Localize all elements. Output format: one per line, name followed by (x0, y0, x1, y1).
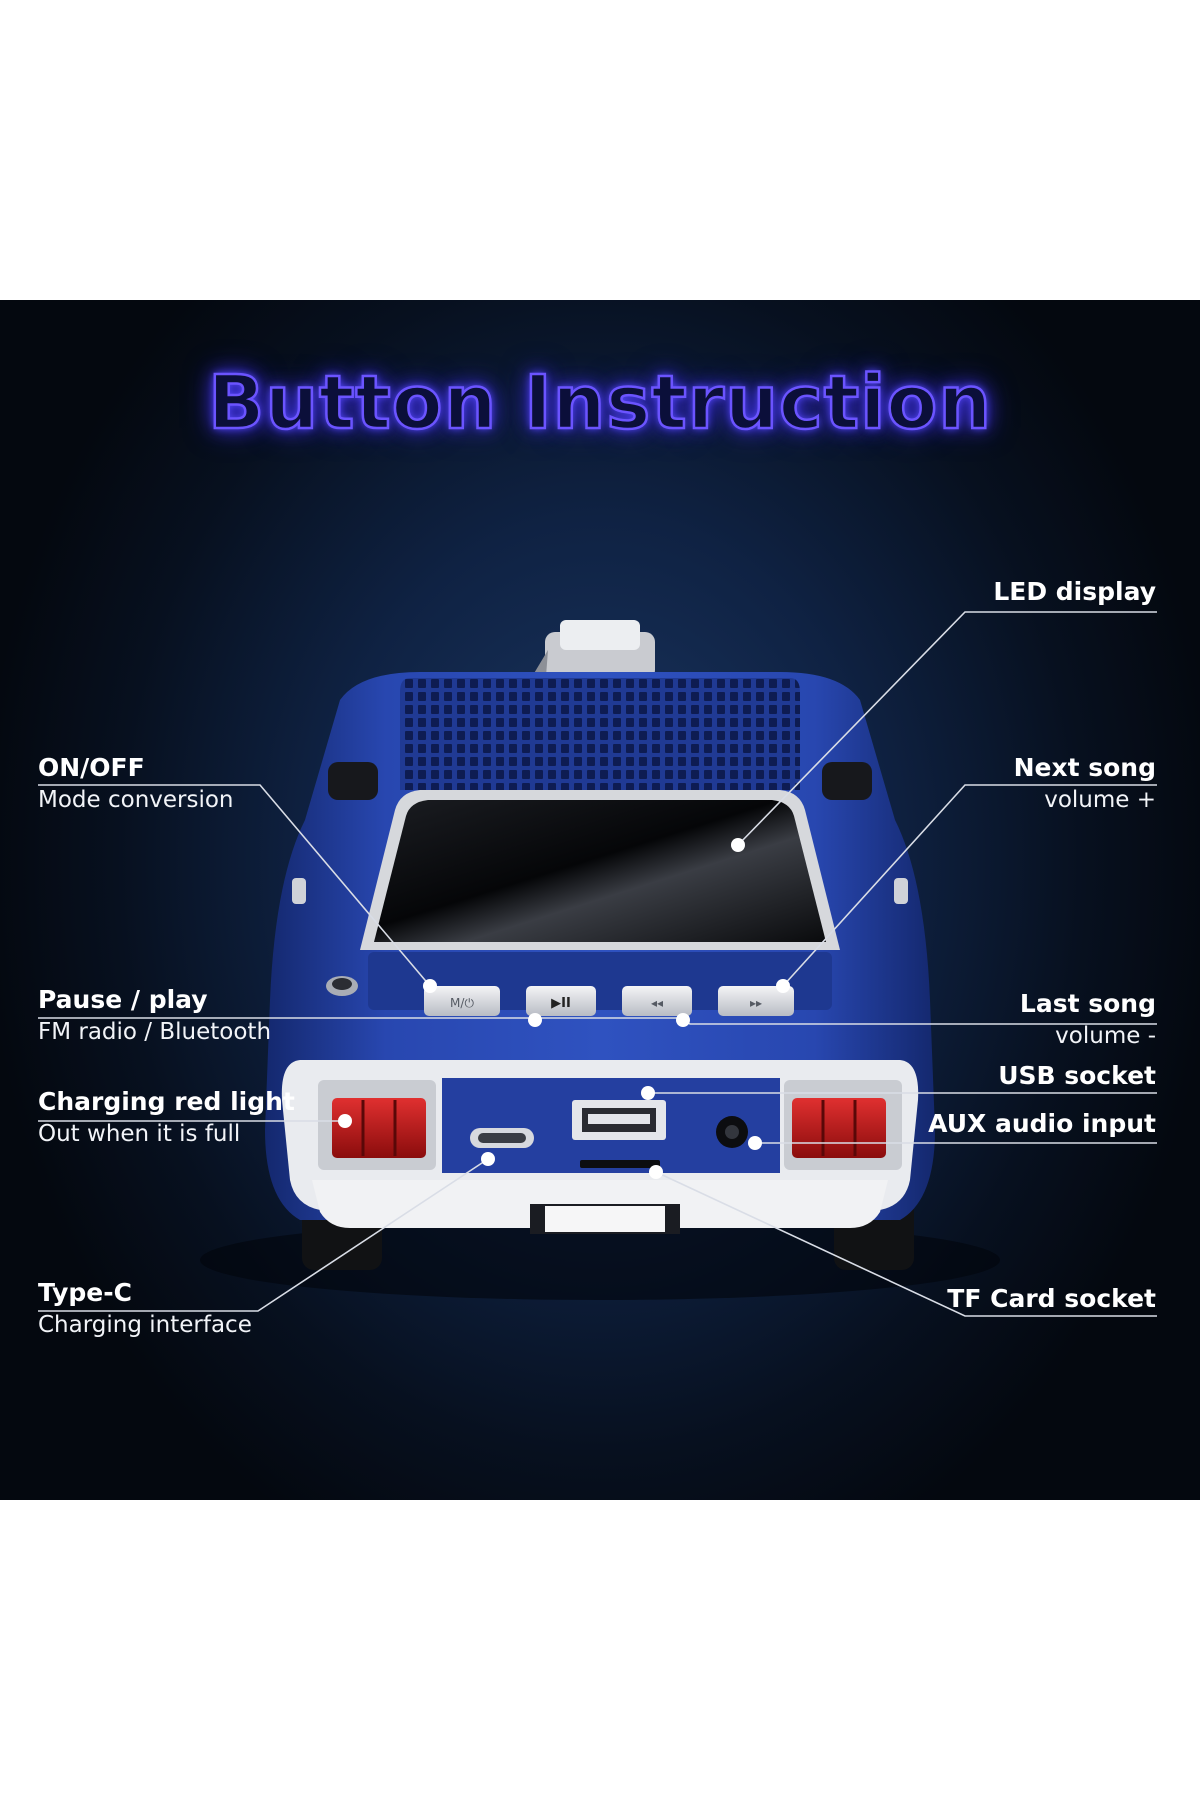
label-tf-heading: TF Card socket (947, 1284, 1156, 1313)
play-button-label: ▶II (551, 996, 571, 1011)
tail-light-left (332, 1098, 426, 1158)
dot-typec (481, 1152, 495, 1166)
line-typec (38, 1158, 489, 1312)
prev-button (622, 986, 692, 1016)
line-tf (655, 1171, 1157, 1317)
label-onoff-heading: ON/OFF (38, 753, 145, 782)
mode-button (424, 986, 500, 1016)
label-next-song: Next song volume + (1014, 752, 1156, 816)
tf-slot (580, 1160, 660, 1168)
page-title: Button Instruction (207, 359, 993, 448)
line-onoff (38, 784, 431, 987)
label-led-heading: LED display (993, 577, 1156, 606)
diagram-panel: Button Instruction (0, 300, 1200, 1500)
side-handle-right (894, 878, 908, 904)
side-handle-left (292, 878, 306, 904)
dot-aux (748, 1136, 762, 1150)
top-handle (530, 620, 655, 690)
label-next-sub: volume + (1044, 787, 1156, 813)
label-type-c: Type-C Charging interface (38, 1277, 252, 1341)
label-led-display: LED display (993, 576, 1156, 608)
speaker-grill (400, 678, 800, 790)
line-next (782, 784, 1157, 987)
dot-pause (528, 1013, 542, 1027)
dot-usb (641, 1086, 655, 1100)
label-pause-heading: Pause / play (38, 985, 208, 1014)
marker-dots (338, 838, 790, 1179)
control-buttons: M/⏻ ▶II ◂◂ ▸▸ (424, 986, 794, 1016)
prev-button-label: ◂◂ (651, 996, 663, 1010)
label-charging-sub: Out when it is full (38, 1121, 241, 1147)
mirror-right (822, 762, 872, 800)
mirror-left (328, 762, 378, 800)
label-pause-play: Pause / play FM radio / Bluetooth (38, 984, 271, 1048)
dot-next (776, 979, 790, 993)
dot-charging (338, 1114, 352, 1128)
mode-button-label: M/⏻ (450, 996, 474, 1010)
car-shadow (200, 1220, 1000, 1300)
label-aux-input: AUX audio input (928, 1108, 1156, 1140)
label-usb-socket: USB socket (998, 1060, 1156, 1092)
dot-onoff (423, 979, 437, 993)
tail-light-right (792, 1098, 886, 1158)
label-tf-card: TF Card socket (947, 1283, 1156, 1315)
label-last-heading: Last song (1019, 989, 1156, 1018)
led-window (374, 800, 826, 942)
next-button (718, 986, 794, 1016)
dot-led (731, 838, 745, 852)
label-charging-heading: Charging red light (38, 1087, 295, 1116)
dot-tf (649, 1165, 663, 1179)
label-aux-heading: AUX audio input (928, 1109, 1156, 1138)
label-typec-sub: Charging interface (38, 1312, 252, 1338)
dot-last (676, 1013, 690, 1027)
label-typec-heading: Type-C (38, 1278, 132, 1307)
label-usb-heading: USB socket (998, 1061, 1156, 1090)
label-last-song: Last song volume - (1020, 988, 1156, 1052)
label-pause-sub: FM radio / Bluetooth (38, 1019, 272, 1045)
line-led (737, 611, 1157, 846)
label-next-heading: Next song (1013, 753, 1156, 782)
play-button (526, 986, 596, 1016)
label-on-off: ON/OFF Mode conversion (38, 752, 234, 816)
label-onoff-sub: Mode conversion (38, 787, 234, 813)
label-last-sub: volume - (1055, 1023, 1156, 1049)
next-button-label: ▸▸ (750, 996, 762, 1010)
speaker-car-illustration: M/⏻ ▶II ◂◂ ▸▸ (38, 611, 1157, 1317)
label-charging-light: Charging red light Out when it is full (38, 1086, 295, 1150)
